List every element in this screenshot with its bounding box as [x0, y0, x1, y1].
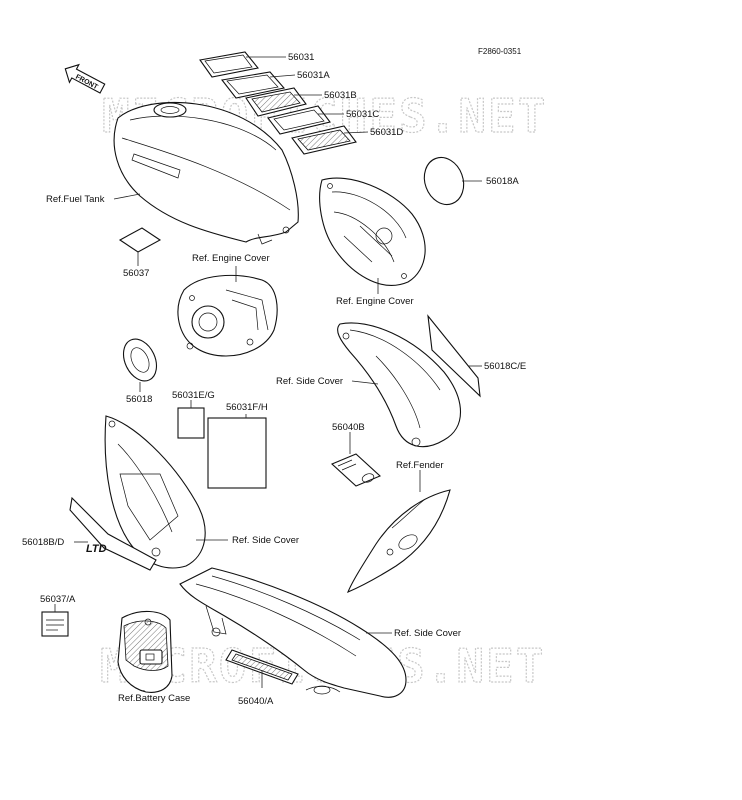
label-56031d: 56031D [370, 127, 403, 138]
decal-ltd-mark: LTD [86, 543, 107, 555]
label-ref-engine-cover-2: Ref. Engine Cover [336, 296, 414, 307]
label-56031: 56031 [288, 52, 314, 63]
decal-56031fh [207, 417, 267, 489]
decal-56037a [41, 611, 69, 637]
label-56040a: 56040/A [238, 696, 274, 707]
label-56031fh: 56031F/H [226, 402, 268, 413]
battery-case [117, 610, 173, 693]
engine-cover-right [319, 177, 426, 286]
engine-cover-left [177, 274, 278, 357]
side-cover-right-upper [337, 322, 462, 448]
figure-code: F2860-0351 [478, 47, 522, 56]
side-cover-lower [179, 567, 407, 698]
label-56031eg: 56031E/G [172, 390, 215, 401]
label-56031c: 56031C [346, 109, 379, 120]
label-56018a: 56018A [486, 176, 519, 187]
side-cover-left [104, 415, 206, 569]
label-56031b: 56031B [324, 90, 357, 101]
decal-56018bd: LTD [69, 496, 157, 571]
label-56031a: 56031A [297, 70, 330, 81]
decal-56037 [118, 227, 162, 253]
label-56037: 56037 [123, 268, 149, 279]
label-ref-battery-case: Ref.Battery Case [118, 693, 190, 704]
label-ref-side-cover-1: Ref. Side Cover [276, 376, 343, 387]
washer-dot [186, 342, 194, 350]
front-arrow-icon: FRONT [64, 63, 106, 94]
fuel-tank [113, 101, 299, 245]
label-56018: 56018 [126, 394, 152, 405]
decal-56018ce [427, 314, 481, 398]
decal-56031eg [177, 407, 205, 439]
label-ref-fuel-tank: Ref.Fuel Tank [46, 194, 105, 205]
label-ref-side-cover-3: Ref. Side Cover [394, 628, 461, 639]
fender [346, 489, 451, 594]
decal-56040a [225, 649, 299, 685]
label-ref-engine-cover-1: Ref. Engine Cover [192, 253, 270, 264]
emblem-56018a [423, 156, 465, 206]
label-56018ce: 56018C/E [484, 361, 526, 372]
label-ref-side-cover-2: Ref. Side Cover [232, 535, 299, 546]
decal-56040b [330, 453, 382, 487]
label-56037a: 56037/A [40, 594, 76, 605]
label-56018bd: 56018B/D [22, 537, 64, 548]
label-ref-fender: Ref.Fender [396, 460, 444, 471]
emblem-56018 [122, 338, 158, 382]
label-56040b: 56040B [332, 422, 365, 433]
decal-stack-56031 [199, 51, 357, 155]
